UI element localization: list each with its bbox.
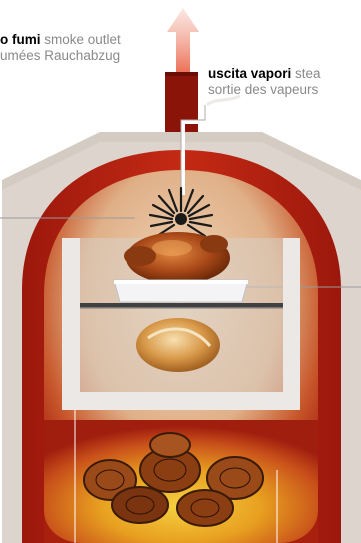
smoke-label-it: o fumi <box>0 32 41 47</box>
grill-rack <box>80 303 283 309</box>
up-arrow-icon <box>167 8 199 75</box>
steam-label-it: uscita vapori <box>208 66 291 81</box>
steam-label-fr: sortie des vapeurs <box>208 82 318 97</box>
glass-tray <box>114 280 248 302</box>
steam-outlet-label-2: sortie des vapeurs <box>208 82 318 97</box>
smoke-label-fr: umées <box>0 48 41 63</box>
smoke-label-de: Rauchabzug <box>44 48 120 63</box>
smoke-outlet-label-2: umées Rauchabzug <box>0 48 120 63</box>
smoke-label-en: smoke outlet <box>44 32 121 47</box>
smoke-outlet-label: o fumi smoke outlet <box>0 32 121 47</box>
steam-label-en: stea <box>295 66 321 81</box>
bread-loaf-icon <box>136 318 220 372</box>
steam-outlet-label: uscita vapori stea <box>208 66 321 81</box>
